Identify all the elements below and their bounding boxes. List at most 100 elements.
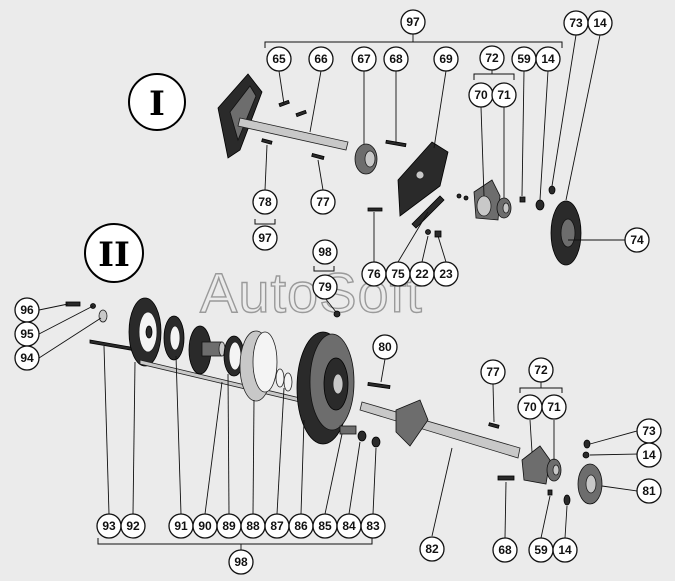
part-91-ring [163,315,185,361]
svg-text:66: 66 [314,52,328,66]
part-22 [425,229,431,235]
part-70-housing-lower [521,445,551,485]
svg-text:69: 69 [439,52,453,66]
svg-text:70: 70 [474,88,488,102]
svg-text:14: 14 [558,543,572,557]
group-marker-1-label: I [149,84,165,124]
svg-text:86: 86 [294,519,308,533]
svg-text:79: 79 [318,280,332,294]
svg-text:89: 89 [222,519,236,533]
svg-text:68: 68 [389,52,403,66]
svg-text:67: 67 [357,52,371,66]
part-77-key-lower [488,422,500,429]
callout-90: 90 [192,513,218,539]
svg-text:59: 59 [534,543,548,557]
svg-text:77: 77 [486,365,500,379]
part-14-nut-lower [563,494,571,506]
callout-87: 87 [264,513,290,539]
callout-98-top: 98 [312,239,338,265]
callout-91: 91 [168,513,194,539]
callout-73-top: 73 [563,10,589,36]
part-74-sprocket [550,200,582,266]
callout-77-top: 77 [310,189,336,215]
svg-text:71: 71 [497,88,511,102]
svg-text:14: 14 [541,52,555,66]
part-78-key [261,138,273,145]
callout-98-bottom: 98 [228,549,254,575]
callout-72-lower: 72 [528,357,554,383]
svg-text:14: 14 [593,16,607,30]
svg-text:72: 72 [534,363,548,377]
part-89-ring [223,335,245,377]
part-59-washer-lower [547,489,553,496]
part-82-shaft [359,401,521,459]
part-90-hub [188,325,226,375]
svg-text:70: 70 [523,400,537,414]
group-marker-2: II [84,223,144,283]
callout-85: 85 [312,513,338,539]
callout-84: 84 [336,513,362,539]
callout-73-lower: 73 [636,418,662,444]
part-68-bolt-lower [497,475,515,481]
callout-14-bottom: 14 [552,537,578,563]
callout-86: 86 [288,513,314,539]
part-92-disc [128,297,162,367]
callout-76: 76 [361,261,387,287]
svg-text:73: 73 [642,424,656,438]
svg-text:75: 75 [391,267,405,281]
svg-text:98: 98 [318,245,332,259]
part-86-pulley [296,331,355,445]
group-marker-2-label: II [98,235,130,275]
callout-14-top: 14 [587,10,613,36]
callout-65: 65 [266,46,292,72]
svg-text:93: 93 [102,519,116,533]
part-94-washer [98,309,108,323]
part-80-pin [367,382,391,389]
callout-70-lower: 70 [517,394,543,420]
part-82-collar [395,399,429,447]
svg-text:65: 65 [272,52,286,66]
svg-text:96: 96 [20,303,34,317]
part-83-nut [371,436,381,448]
group-marker-1: I [128,73,186,131]
svg-text:97: 97 [258,231,272,245]
part-76-bolt [367,207,383,212]
svg-text:14: 14 [642,448,656,462]
callout-23: 23 [433,261,459,287]
callout-14-mid: 14 [535,46,561,72]
part-73-lower [583,439,591,449]
svg-text:72: 72 [485,51,499,65]
callout-59-bottom: 59 [528,537,554,563]
callout-67: 67 [351,46,377,72]
part-84-nut [357,430,367,442]
callout-92: 92 [120,513,146,539]
callout-22: 22 [409,261,435,287]
part-14-nut [535,199,545,211]
svg-text:92: 92 [126,519,140,533]
callout-75: 75 [385,261,411,287]
callout-88: 88 [240,513,266,539]
svg-text:83: 83 [366,519,380,533]
callout-97-left: 97 [252,225,278,251]
lower-assembly-parts [65,297,603,506]
callout-95: 95 [14,321,40,347]
callout-74: 74 [624,227,650,253]
part-81-sprocket [577,463,603,505]
part-59-washer [519,196,526,203]
svg-text:98: 98 [234,555,248,569]
callout-96: 96 [14,297,40,323]
callout-68-bottom: 68 [492,537,518,563]
leader-lines [38,34,638,550]
part-79 [333,310,341,318]
callout-80: 80 [372,334,398,360]
callout-93: 93 [96,513,122,539]
callout-71-top: 71 [491,82,517,108]
svg-text:77: 77 [316,195,330,209]
svg-text:59: 59 [517,52,531,66]
svg-text:87: 87 [270,519,284,533]
part-85-spring [339,425,357,435]
svg-text:22: 22 [415,267,429,281]
part-87-ring [275,368,285,388]
svg-text:81: 81 [642,484,656,498]
